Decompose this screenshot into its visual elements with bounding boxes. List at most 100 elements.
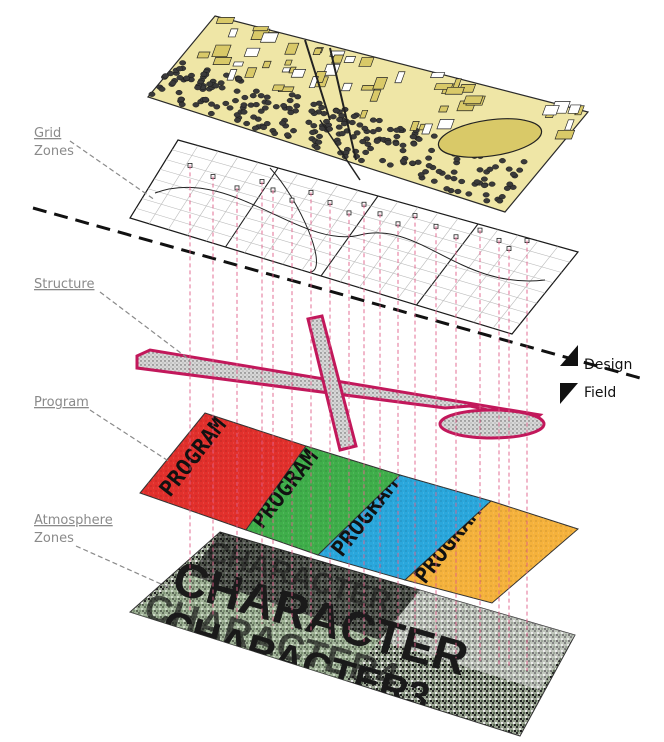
map-building — [369, 89, 382, 102]
map-block — [476, 167, 484, 173]
map-block — [465, 191, 473, 197]
map-block — [443, 186, 451, 192]
label-grid-zones-1: Grid — [34, 126, 61, 141]
map-block — [264, 100, 272, 106]
map-building — [243, 47, 261, 57]
map-block — [252, 102, 260, 108]
map-block — [194, 85, 202, 91]
map-block — [176, 75, 184, 81]
map-building — [409, 121, 420, 131]
map-block — [294, 94, 302, 100]
map-block — [444, 174, 452, 180]
map-block — [520, 159, 528, 165]
map-block — [499, 158, 506, 164]
map-building — [281, 67, 291, 73]
map-block — [169, 80, 177, 86]
map-building — [211, 44, 232, 58]
grid-zones-layer — [129, 139, 580, 335]
map-building — [358, 56, 375, 67]
map-building — [567, 104, 582, 114]
map-building — [215, 17, 236, 24]
map-block — [207, 110, 215, 117]
map-block — [202, 96, 209, 103]
map-block — [280, 103, 288, 109]
map-block — [243, 120, 251, 127]
map-block — [503, 185, 511, 191]
map-block — [315, 139, 323, 145]
map-block — [353, 130, 361, 136]
map-block — [425, 163, 433, 169]
map-block — [336, 116, 344, 123]
grid-line — [135, 207, 521, 325]
map-block — [313, 145, 321, 151]
map-block — [358, 157, 365, 164]
map-block — [392, 140, 400, 147]
map-building — [462, 95, 484, 105]
city-map-layer — [146, 15, 590, 213]
map-block — [320, 111, 328, 117]
map-block — [488, 181, 496, 187]
map-block — [399, 142, 407, 148]
map-building — [541, 105, 560, 116]
map-block — [158, 86, 166, 92]
map-block — [241, 94, 249, 101]
map-block — [409, 134, 417, 140]
map-block — [257, 93, 265, 99]
layer-labels: Grid Zones Structure Program Atmosphere … — [34, 126, 191, 589]
map-building — [554, 129, 576, 140]
map-building — [244, 67, 258, 78]
map-block — [399, 158, 407, 164]
map-block — [509, 171, 517, 177]
map-block — [271, 130, 279, 137]
map-building — [430, 72, 446, 78]
map-block — [516, 167, 524, 173]
map-block — [260, 124, 268, 130]
grid-line — [165, 159, 562, 273]
structure-layer — [135, 314, 546, 452]
map-block — [251, 125, 259, 131]
map-block — [252, 88, 260, 94]
map-block — [178, 101, 186, 108]
map-block — [415, 136, 423, 142]
map-block — [240, 109, 248, 115]
map-block — [316, 133, 323, 139]
map-block — [240, 102, 248, 108]
map-block — [200, 71, 208, 77]
map-block — [386, 162, 394, 168]
map-block — [310, 101, 318, 107]
map-block — [417, 172, 425, 178]
map-block — [234, 117, 241, 123]
map-building — [340, 82, 353, 92]
label-program: Program — [34, 395, 89, 410]
map-block — [177, 96, 185, 102]
map-block — [329, 114, 337, 120]
map-block — [373, 138, 381, 144]
map-building — [196, 51, 211, 59]
map-block — [496, 198, 504, 204]
field-arrow-icon — [560, 383, 578, 404]
grid-line — [171, 149, 570, 263]
map-building — [226, 69, 238, 81]
map-block — [393, 127, 401, 133]
map-block — [361, 125, 369, 131]
label-structure: Structure — [34, 277, 94, 292]
map-block — [450, 169, 458, 175]
map-block — [481, 182, 488, 189]
map-block — [263, 94, 271, 100]
map-block — [486, 166, 494, 172]
map-block — [310, 123, 318, 129]
map-block — [379, 157, 386, 164]
map-block — [162, 73, 169, 79]
map-road — [319, 119, 361, 181]
map-block — [188, 72, 195, 79]
map-block — [233, 88, 241, 94]
map-building — [227, 28, 239, 38]
map-block — [335, 124, 343, 130]
map-block — [179, 60, 187, 66]
map-block — [482, 192, 490, 198]
map-building — [444, 86, 465, 95]
grid-line — [159, 168, 554, 284]
map-block — [249, 93, 257, 99]
map-building — [438, 105, 450, 113]
map-block — [338, 131, 346, 137]
